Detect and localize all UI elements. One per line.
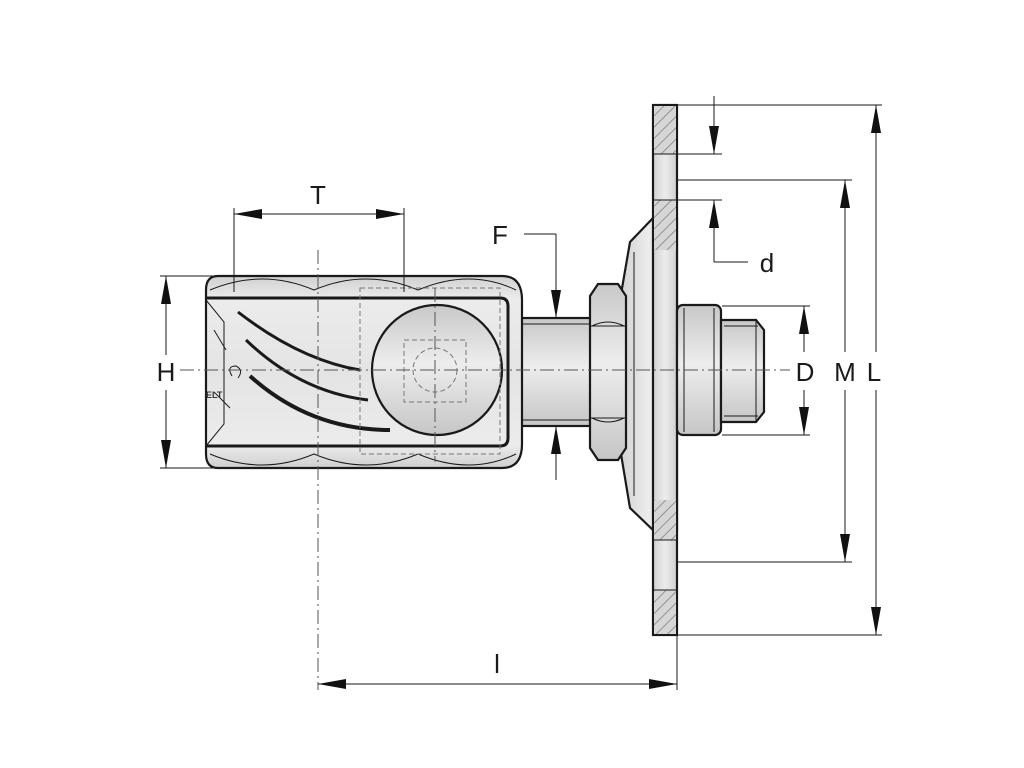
dimension-F <box>524 233 561 480</box>
label-M: M <box>834 357 856 387</box>
dimension-T <box>233 208 405 292</box>
dimension-D <box>722 305 810 436</box>
threaded-stud <box>516 316 594 428</box>
dimension-M <box>677 179 852 563</box>
dimension-L <box>677 104 882 636</box>
dimension-H <box>160 275 216 469</box>
dimension-d <box>677 96 748 263</box>
label-T: T <box>310 180 326 210</box>
dimension-l <box>318 635 678 690</box>
centerlines <box>180 250 790 690</box>
collar-and-stud-end <box>675 303 766 437</box>
hex-nut <box>588 282 628 462</box>
label-H: H <box>157 357 176 387</box>
svg-text:ELT: ELT <box>206 390 223 400</box>
label-L: L <box>867 357 881 387</box>
label-F: F <box>492 220 508 250</box>
label-d: d <box>760 248 774 278</box>
label-l: l <box>494 649 500 679</box>
label-D: D <box>796 357 815 387</box>
housing-body: ELT <box>204 274 524 470</box>
